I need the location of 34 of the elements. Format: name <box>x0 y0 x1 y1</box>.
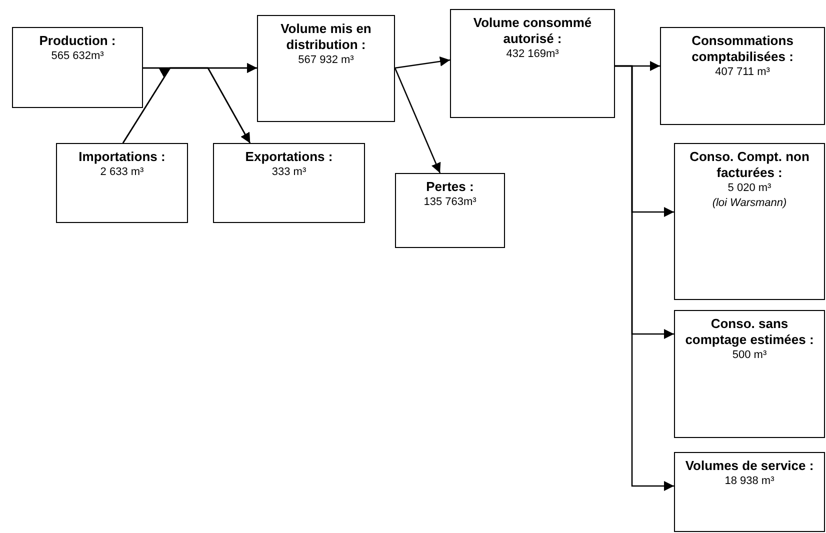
volume-value: 565 632m³ <box>50 49 105 64</box>
process-box <box>450 9 615 118</box>
box-heading: Volume consommé autorisé : <box>472 15 593 47</box>
process-box <box>12 27 143 108</box>
volume-value: 5 020 m³ <box>726 181 772 196</box>
volume-value: 18 938 m³ <box>724 474 776 489</box>
box-heading: Conso. Compt. non facturées : <box>688 149 810 181</box>
arrow <box>394 68 441 174</box>
box-heading: Exportations : <box>244 149 334 165</box>
process-box <box>56 143 188 223</box>
box-heading: Production : <box>38 33 117 49</box>
box-heading: Consommations comptabilisées : <box>690 33 794 65</box>
process-box <box>674 310 825 438</box>
note: (loi Warsmann) <box>711 196 788 211</box>
volume-value: 2 633 m³ <box>99 165 145 180</box>
box-heading: Volume mis en distribution : <box>280 21 372 53</box>
volume-value: 500 m³ <box>731 348 768 363</box>
process-box <box>213 143 365 223</box>
process-box <box>674 452 825 532</box>
process-box <box>395 173 505 248</box>
box-heading: Pertes : <box>425 179 475 195</box>
arrow <box>394 56 450 69</box>
box-heading: Importations : <box>78 149 166 165</box>
volume-value: 567 932 m³ <box>297 53 355 68</box>
volume-value: 432 169m³ <box>505 47 560 62</box>
volume-value: 135 763m³ <box>422 195 478 210</box>
box-heading: Volumes de service : <box>684 458 815 474</box>
arrow <box>615 65 674 491</box>
process-box <box>660 27 825 125</box>
process-box <box>257 15 395 122</box>
volume-value: 407 711 m³ <box>714 65 771 80</box>
process-box <box>674 143 825 300</box>
volume-value: 333 m³ <box>270 165 308 180</box>
box-heading: Conso. sans comptage estimées : <box>684 316 815 348</box>
